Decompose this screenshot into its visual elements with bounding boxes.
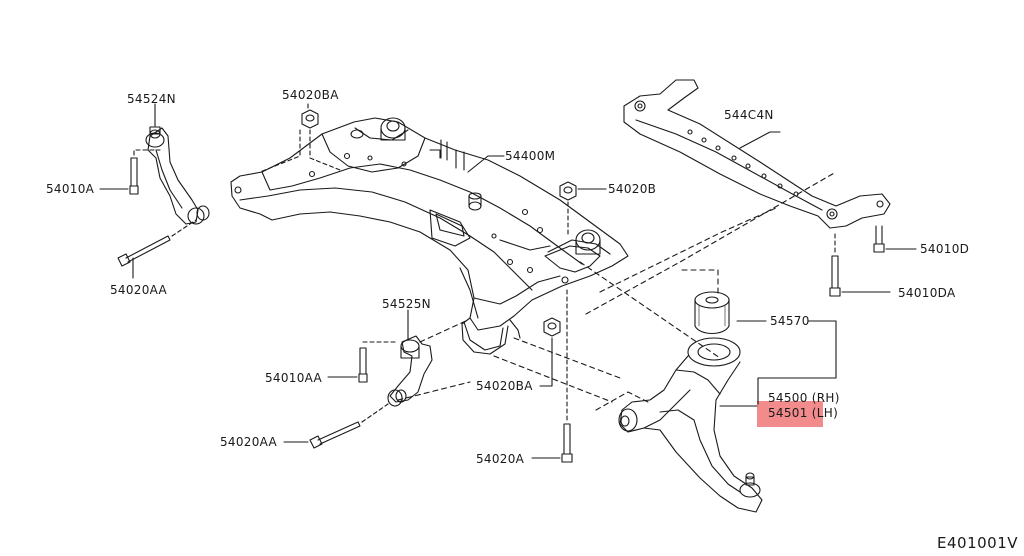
callout-54010a: 54010A bbox=[46, 182, 95, 196]
callout-54525n: 54525N bbox=[382, 297, 431, 311]
bolt-54010d bbox=[873, 225, 885, 253]
callout-54524n: 54524N bbox=[127, 92, 176, 106]
bolt-54020a bbox=[561, 423, 573, 463]
link-54524n bbox=[145, 126, 210, 225]
transverse-link-54500 bbox=[618, 337, 763, 513]
part-highlight bbox=[757, 401, 823, 427]
bolt-54020aa-bottom bbox=[309, 421, 361, 449]
callout-54020ba-top: 54020BA bbox=[282, 88, 339, 102]
callout-54010d: 54010D bbox=[920, 242, 970, 256]
callout-54020aa-bottom: 54020AA bbox=[220, 435, 278, 449]
callout-54010da: 54010DA bbox=[898, 286, 956, 300]
diagram-reference-code: E401001V bbox=[937, 534, 1018, 552]
callout-54500-rh: 54500 (RH) bbox=[768, 391, 840, 405]
callout-54570: 54570 bbox=[770, 314, 810, 328]
link-54525n bbox=[387, 335, 433, 407]
nut-54020ba-mid bbox=[543, 317, 561, 337]
callout-54020aa-top: 54020AA bbox=[110, 283, 168, 297]
callout-544c4n: 544C4N bbox=[724, 108, 774, 122]
callout-54400m: 54400M bbox=[505, 149, 556, 163]
bolt-54010da bbox=[829, 255, 841, 297]
bolt-54010a bbox=[129, 157, 139, 195]
nut-54020ba-top bbox=[301, 109, 319, 129]
callout-54010aa: 54010AA bbox=[265, 371, 323, 385]
callout-54501-lh: 54501 (LH) bbox=[768, 406, 839, 420]
callout-54020ba-mid: 54020BA bbox=[476, 379, 533, 393]
suspension-member-54400m bbox=[230, 117, 629, 355]
callout-54020b: 54020B bbox=[608, 182, 657, 196]
bolt-54010aa bbox=[358, 347, 368, 383]
bushing-54570 bbox=[694, 291, 730, 335]
stiffener-544c4n bbox=[623, 79, 891, 229]
callout-54020a: 54020A bbox=[476, 452, 525, 466]
bolt-54020aa-top bbox=[117, 235, 171, 267]
nut-54020b bbox=[559, 181, 577, 201]
